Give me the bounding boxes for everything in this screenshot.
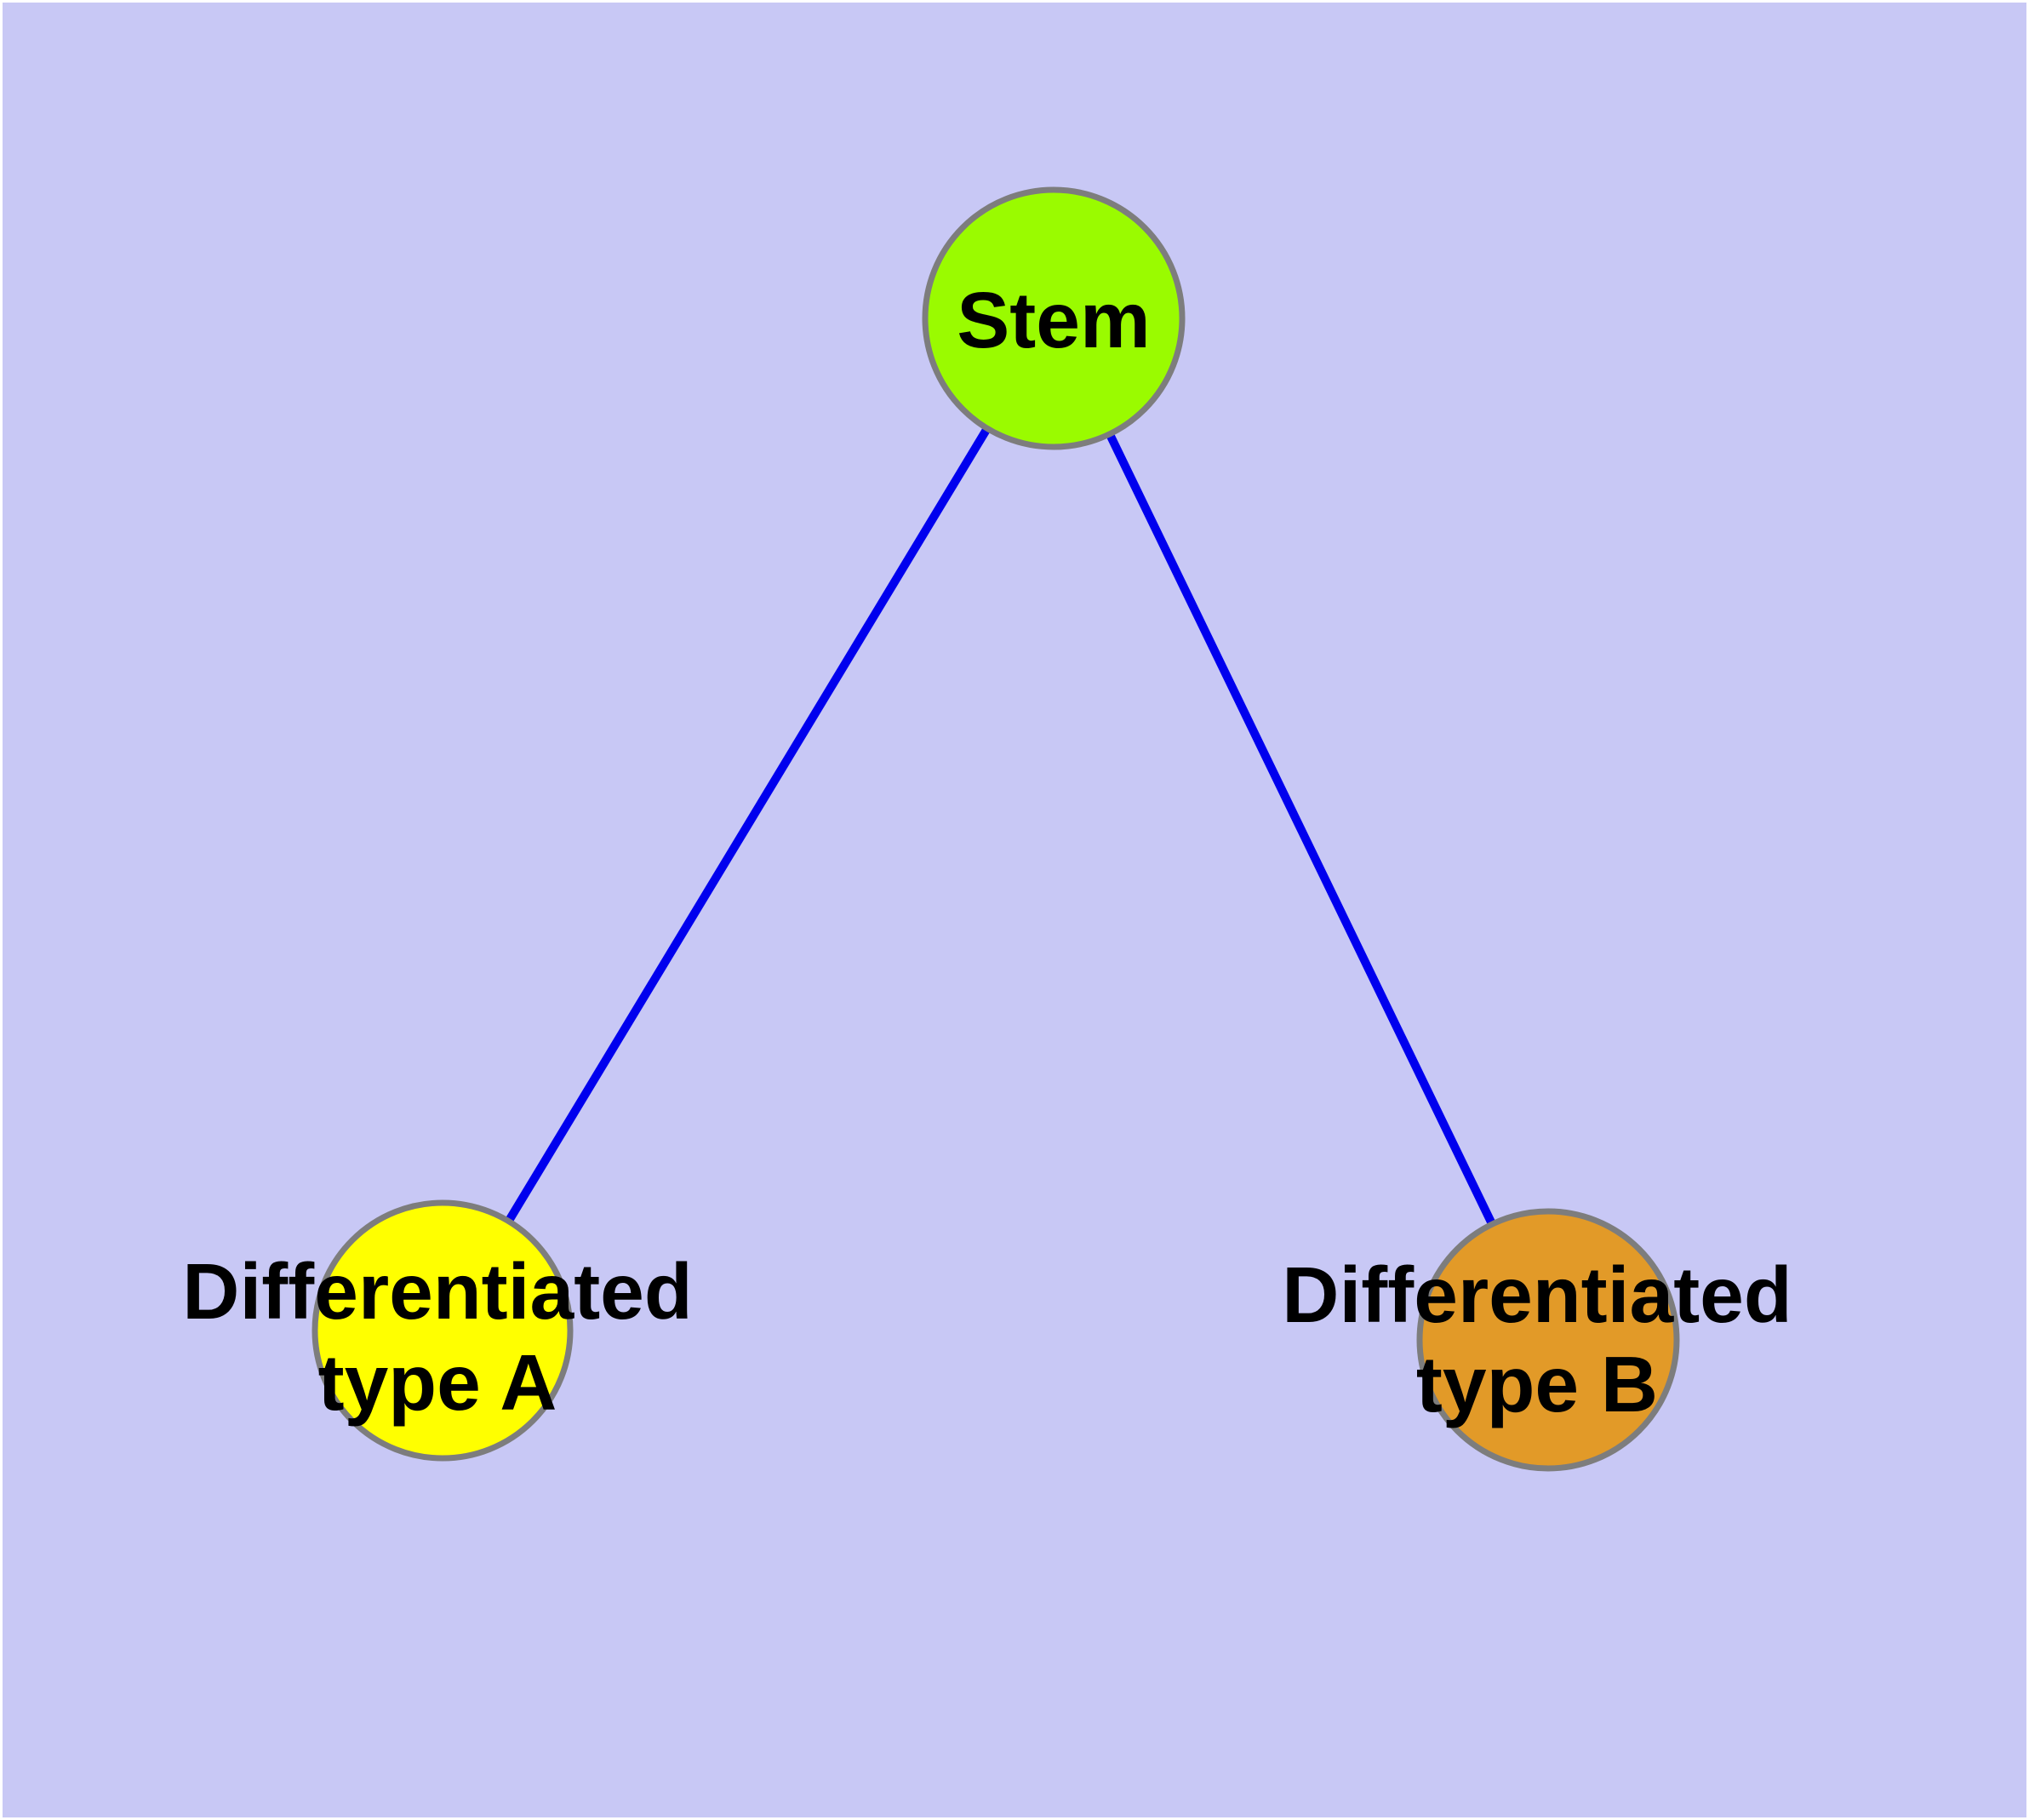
node-stem [922, 186, 1186, 450]
node-type-a [311, 1199, 574, 1462]
node-type-b-label-line1: Differentiated [1282, 1251, 1792, 1339]
node-type-a-label-line1: Differentiated [182, 1247, 692, 1336]
node-type-b [1416, 1208, 1680, 1472]
node-stem-label: Stem [957, 276, 1150, 364]
node-type-a-label-line2: type A [318, 1338, 557, 1427]
edge-stem-to-type-b [1049, 316, 1552, 1342]
node-type-b-label-line2: type B [1416, 1340, 1658, 1428]
edge-stem-to-type-a [438, 316, 1058, 1333]
